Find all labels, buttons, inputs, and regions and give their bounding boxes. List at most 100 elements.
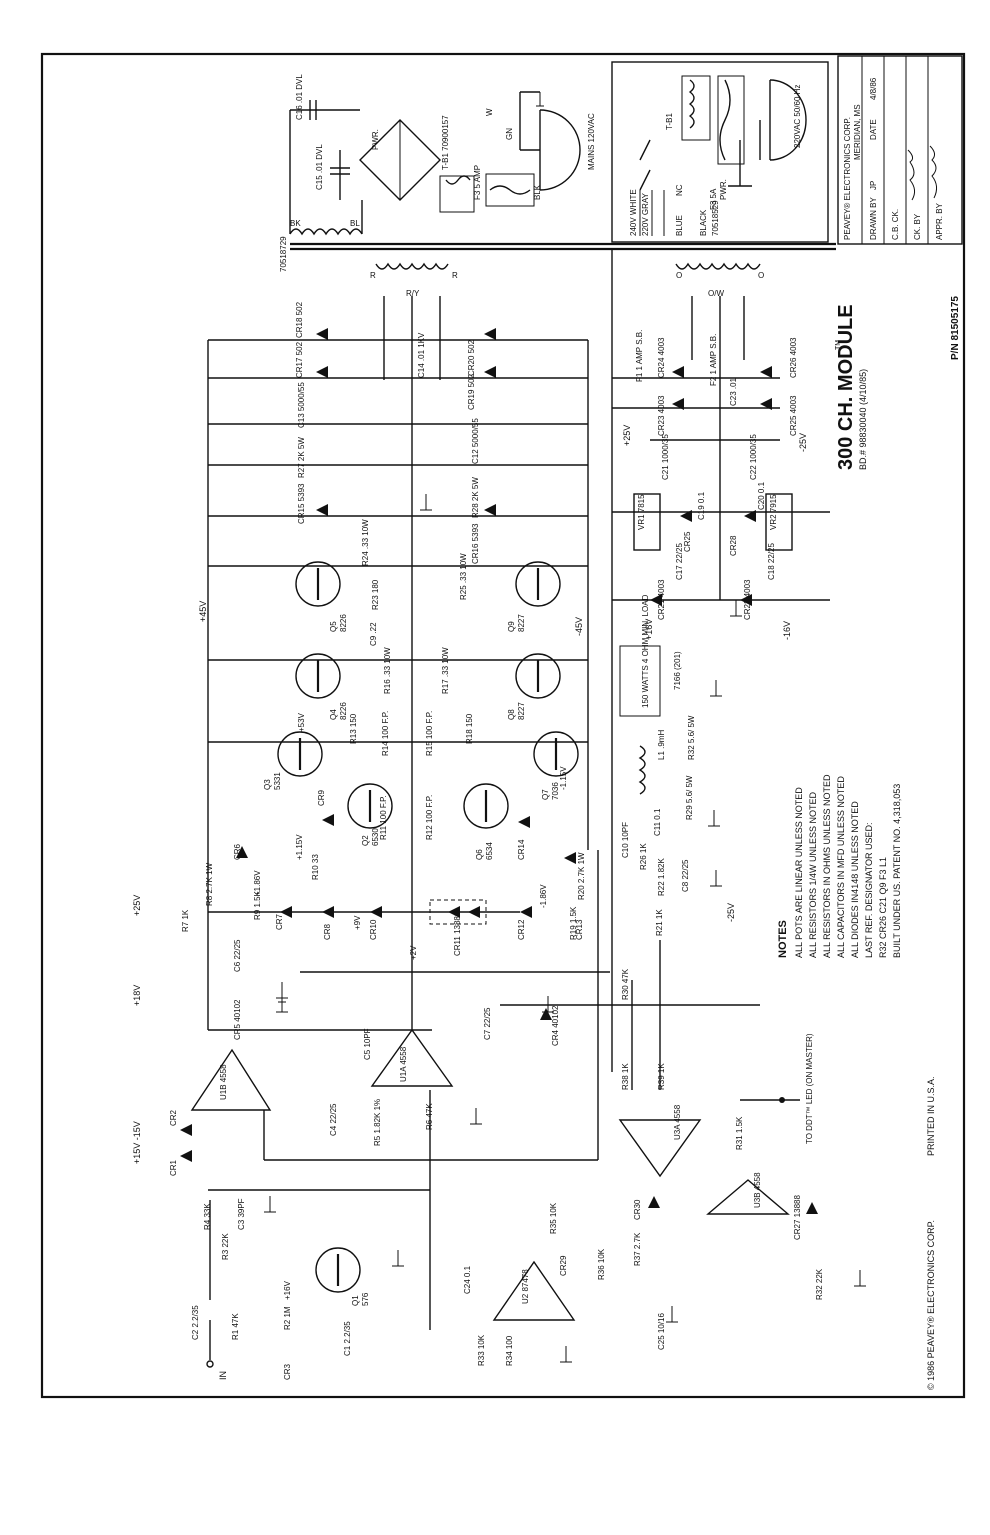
c12-label: C12 5000/55 [471,418,480,464]
r11-label: R11 100 F.P. [379,795,388,840]
r32-label: R32 22K [815,1268,824,1300]
company-name: PEAVEY® ELECTRONICS CORP. [843,117,852,240]
cr28-label: CR28 [729,535,738,556]
u1a-label: U1A 4558 [399,1046,408,1082]
q9-type: 8227 [517,614,526,632]
v-53: +53V [297,712,306,732]
sec-r1: R [370,271,376,280]
cr7-label: CR7 [275,913,284,930]
c7-label: C7 22/25 [483,1007,492,1040]
q6-label: Q6 [475,849,484,860]
input-jack-terminal [206,1360,214,1368]
rail-m45: -45V [574,617,584,636]
cr1-label: CR1 [169,1159,178,1176]
q5-type: 8226 [339,614,348,632]
drawn-by-label: DRAWN BY [869,197,878,240]
r7-label: R7 1K [181,909,190,932]
note-4: ALL CAPACITORS IN MFD UNLESS NOTED [836,776,846,958]
regulator-section: F1 1 AMP S.B. F2 1 AMP S.B. CR24 4003 CR… [612,296,830,620]
r6-label: R6 47K [425,1103,434,1130]
r31-label: R31 1.5K [735,1116,744,1150]
q5-label: Q5 [329,621,338,632]
title-main: 300 CH. MODULE [835,304,857,470]
r25-label: R25 .33 10W [459,553,468,600]
bk-label: BK [290,219,301,228]
c8-label: C8 22/25 [681,859,690,892]
sheet-border [40,52,966,1399]
q1-type: 576 [361,1292,370,1306]
note-7: R32 CR26 C21 Q9 F3 L1 [878,857,888,958]
q7-type: 7036 [551,782,560,800]
in-label: IN [218,1371,228,1380]
r37-label: R37 2.7K [633,1232,642,1266]
note-2: ALL RESISTORS 1/4W UNLESS NOTED [808,791,818,958]
q2-symbol [347,783,393,829]
cr10-label: CR10 [369,919,378,940]
q1-label: Q1 [351,1295,360,1306]
c19-label: C19 0.1 [697,491,706,520]
r33-label: R33 10K [477,1334,486,1366]
q8-label: Q8 [507,709,516,720]
gn-label: GN [505,128,514,140]
v-115: +1.15V [295,834,304,860]
notes-heading: NOTES [777,920,789,958]
vr1-label: VR1 7815 [637,494,646,530]
tap-blue: BLUE [675,215,684,236]
note-3: ALL RESISTORS IN OHMS UNLESS NOTED [822,774,832,958]
bias-diodes [236,814,576,925]
c24-label: C24 0.1 [463,1265,472,1294]
vr1-box [633,493,661,551]
r35-label: R35 10K [549,1202,558,1234]
u3b-label: U3B 4558 [753,1172,762,1208]
r26-label: R26 1K [639,843,648,870]
load-label: 150 WATTS 4 OHM MIN. LOAD [641,594,650,708]
ck-by-label: CK. BY [913,213,922,240]
sec-o2: O [758,271,764,280]
cr19-label: CR19 502 [467,373,476,410]
rail-p16-reg: +16V [644,619,654,640]
vr2-box [765,493,793,551]
p16v-label: +16V [283,1280,292,1300]
cr12-label: CR12 [517,919,526,940]
c16-label: C16 .01 DVL [295,74,304,120]
c9-label: C9 .22 [369,622,378,646]
v-2: +2V [409,945,418,960]
rail-m16-reg: -16V [782,621,792,640]
cr29-label: CR29 [559,1255,568,1276]
r18-label: R18 150 [465,713,474,744]
f1-label: F1 1 AMP S.B. [635,330,644,382]
cr3-label: CR3 [283,1363,292,1380]
pwr-inset-label: PWR. [719,179,728,200]
rail-labels: +45V -45V +25V -25V +25V -25V +16V -16V … [132,425,808,1164]
q9-symbol [515,561,561,607]
q9-label: Q9 [507,621,516,632]
c2-label: C2 2.2/35 [191,1305,200,1340]
note-6: LAST REF. DESIGNATOR USED: [864,822,874,958]
c3-label: C3 39PF [237,1198,246,1230]
sec-r2: R [452,271,458,280]
rail-p18: +18V [132,985,142,1006]
note-8: BUILT UNDER US. PATENT NO. 4,318,053 [892,784,902,958]
r30-label: R30 47K [621,968,630,1000]
rail-p25-reg: +25V [622,425,632,446]
mains-220v-inset: 220VAC 50/60 Hz T-B1 F3 5A PWR. 240V WHI… [611,61,829,243]
c22-label: C22 1000/35 [749,434,758,480]
ground-symbols [264,494,866,1363]
input-stage: IN TO DDT™ LED (ON MASTER) C2 2.2/35 R1 … [169,939,824,1380]
tap-black: BLACK [699,209,708,236]
cr16-label: CR16 5393 [471,523,480,564]
cr23-label: CR23 4003 [657,395,666,436]
q7-symbol [533,731,579,777]
bl-label: BL [350,219,360,228]
c6-label: C6 22/25 [233,939,242,972]
w-label: W [485,108,494,116]
l1-label: L1 .9mH [657,730,666,760]
cr21-label: CR21 4003 [657,579,666,620]
r2-label: R2 1M [283,1306,292,1330]
q6-type: 6534 [485,842,494,860]
r15-label: R15 100 F.P. [425,711,434,756]
q1-symbol [315,1247,361,1293]
cr9-label: CR9 [317,789,326,806]
r28-label: R28 2K 5W [471,477,480,518]
u1a-symbol [370,1028,454,1087]
